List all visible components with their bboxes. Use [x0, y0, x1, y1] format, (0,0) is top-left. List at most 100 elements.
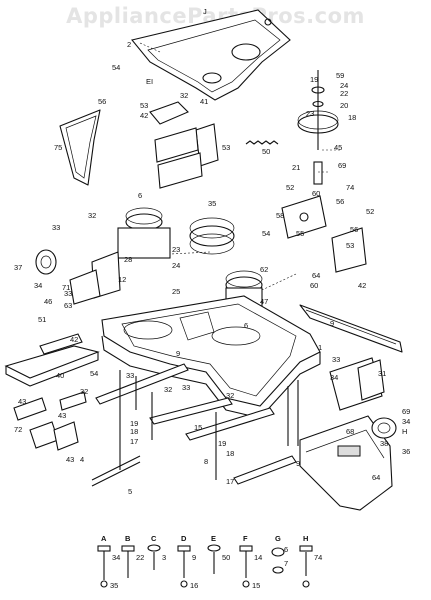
bolt-g [271, 547, 285, 574]
callout-label: 69 [402, 407, 410, 416]
callout-label: 60 [310, 281, 318, 290]
idler-arm-assembly [131, 9, 291, 101]
callout-label: 68 [346, 427, 354, 436]
hardware-labels: A B C D E F G H 34 35 22 3 9 16 50 14 6 … [101, 534, 322, 590]
callout-label: 32 [80, 387, 88, 396]
hardware-number: 6 [284, 545, 288, 554]
callout-label: 43 [18, 397, 26, 406]
callout-label: 56 [98, 97, 106, 106]
hardware-number: 22 [136, 553, 144, 562]
callout-label: 47 [260, 297, 268, 306]
bolt-h [299, 545, 313, 588]
callout-label: 18 [130, 427, 138, 436]
callout-label: 4 [80, 455, 84, 464]
callout-label: 33 [332, 355, 340, 364]
callout-label: 64 [372, 473, 380, 482]
hardware-number: 35 [110, 581, 118, 590]
discharge-chute-63 [299, 415, 393, 511]
callout-label: J [203, 7, 207, 16]
callout-label: 71 [62, 283, 70, 292]
belt-48 [299, 304, 403, 353]
callout-label: 74 [346, 183, 354, 192]
callout-label: 75 [54, 143, 62, 152]
hardware-number: 3 [162, 553, 166, 562]
callout-label: 35 [208, 199, 216, 208]
hardware-number: 16 [190, 581, 198, 590]
bolt-b [121, 545, 135, 578]
belt-76 [59, 109, 101, 186]
callout-label: 19 [218, 439, 226, 448]
callout-label: 51 [38, 315, 46, 324]
hardware-letter: F [243, 534, 248, 543]
callout-label: 54 [112, 63, 120, 72]
callout-label: 53 [222, 143, 230, 152]
gauge-wheel-left [35, 249, 121, 305]
callout-label: 62 [260, 265, 268, 274]
callout-label: 60 [312, 189, 320, 198]
callout-label: H [402, 427, 407, 436]
callout-label: 69 [338, 161, 346, 170]
callout-label: 33 [52, 223, 60, 232]
hardware-number: 50 [222, 553, 230, 562]
callout-label: 32 [180, 91, 188, 100]
callout-label: 34 [330, 373, 338, 382]
callout-label: 17 [130, 437, 138, 446]
callout-label: 33 [182, 383, 190, 392]
callout-label: 24 [340, 81, 348, 90]
callout-label: 23 [172, 245, 180, 254]
mower-deck-housing [101, 295, 321, 419]
callout-label: 56 [336, 197, 344, 206]
callout-label: 18 [226, 449, 234, 458]
spindle-pulley-left [117, 207, 235, 259]
callout-label: 32 [226, 391, 234, 400]
callout-label: 17 [226, 477, 234, 486]
callout-label: 42 [140, 111, 148, 120]
callout-label: EI [146, 77, 153, 86]
callout-label: 59 [336, 71, 344, 80]
bracket-41 [149, 101, 219, 189]
hardware-number: 34 [112, 553, 120, 562]
callout-label: 6 [138, 191, 142, 200]
callout-label: 32 [88, 211, 96, 220]
spindle-shafts [119, 370, 299, 480]
bolt-a [97, 545, 111, 588]
callout-label: 9 [176, 349, 180, 358]
callout-label: 54 [262, 229, 270, 238]
callout-label: 43 [66, 455, 74, 464]
callout-label: 52 [286, 183, 294, 192]
hardware-letter: G [275, 534, 281, 543]
callout-label: 45 [334, 143, 342, 152]
hardware-row [97, 544, 313, 588]
callout-label: 23 [306, 109, 314, 118]
callout-label: 33 [64, 289, 72, 298]
idler-bracket-59 [281, 195, 367, 273]
hardware-letter: B [125, 534, 131, 543]
hardware-number: 74 [314, 553, 322, 562]
hardware-letter: C [151, 534, 157, 543]
callout-label: 63 [64, 301, 72, 310]
callout-label: 19 [310, 75, 318, 84]
callout-label: 38 [380, 439, 388, 448]
bolt-f [239, 545, 253, 588]
callout-label: 42 [358, 281, 366, 290]
callout-label: 22 [340, 89, 348, 98]
hardware-number: 15 [252, 581, 260, 590]
callout-label: 53 [346, 241, 354, 250]
callout-label: 19 [130, 419, 138, 428]
callout-label: 43 [58, 411, 66, 420]
callout-label: 15 [194, 423, 202, 432]
callout-label: 8 [204, 457, 208, 466]
hardware-letter: H [303, 534, 308, 543]
skirt-44 [4, 333, 100, 387]
callout-label: 21 [292, 163, 300, 172]
hardware-number: 9 [192, 553, 196, 562]
callout-label: 55 [296, 229, 304, 238]
spring-54 [245, 140, 279, 145]
gauge-wheel-right [329, 357, 397, 439]
bolt-d [177, 545, 191, 588]
callout-label: 34 [402, 417, 410, 426]
callout-label: 64 [312, 271, 320, 280]
callout-label: 46 [44, 297, 52, 306]
hardware-number: 14 [254, 553, 262, 562]
callout-label: 37 [14, 263, 22, 272]
